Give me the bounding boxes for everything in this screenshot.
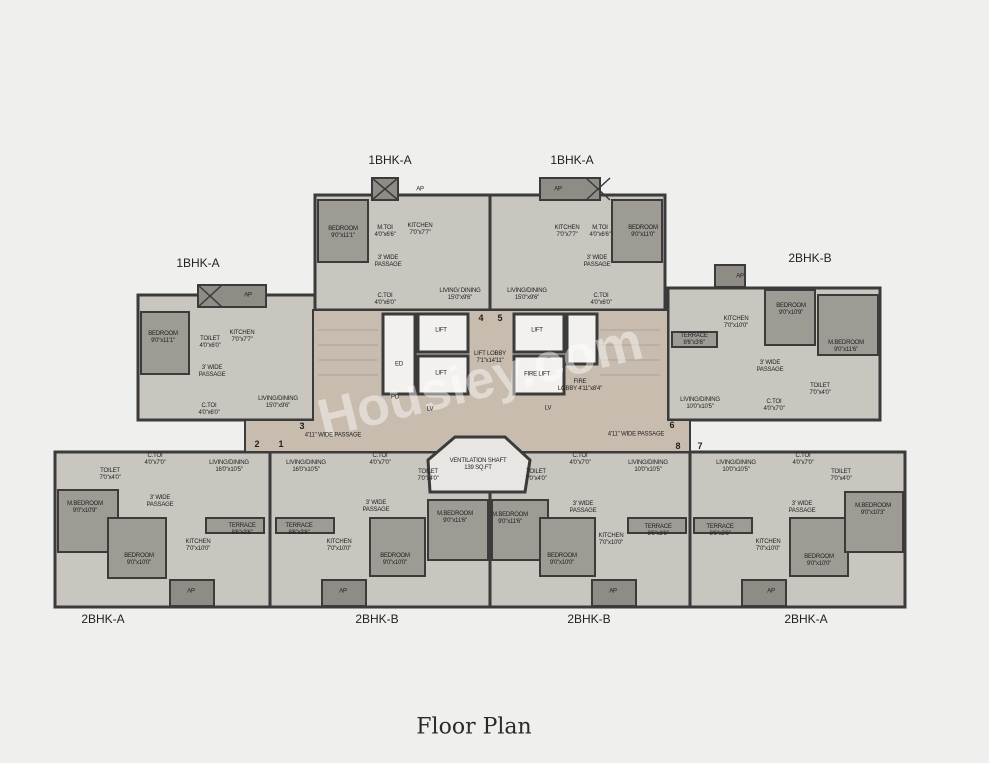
- flat-number: 3: [299, 421, 305, 431]
- flat-number: 6: [669, 420, 675, 430]
- unit-label: 2BHK-B: [355, 612, 399, 626]
- room-label: LV: [544, 405, 552, 412]
- unit-label: 2BHK-A: [784, 612, 828, 626]
- lift: LIFT: [435, 370, 447, 377]
- room-label: AP: [416, 186, 424, 193]
- room-label: AP: [187, 588, 195, 595]
- room-label: AP: [554, 186, 562, 193]
- room-label: PD: [391, 394, 399, 401]
- passage-label: 4'11" WIDE PASSAGE: [607, 431, 665, 438]
- page-title: Floor Plan: [416, 714, 532, 740]
- unit-label: 2BHK-A: [81, 612, 125, 626]
- unit-label: 2BHK-B: [788, 251, 832, 265]
- room-label: ED: [395, 361, 403, 368]
- ventilation-shaft: [426, 435, 532, 494]
- flat-number: 7: [697, 441, 703, 451]
- lift: LIFT: [435, 327, 447, 334]
- flat-number: 4: [478, 313, 484, 323]
- room-label: LV: [426, 406, 434, 413]
- unit-label: 1BHK-A: [368, 153, 412, 167]
- room-label: AP: [767, 588, 775, 595]
- flat-number: 8: [675, 441, 681, 451]
- passage-label: 4'11" WIDE PASSAGE: [304, 432, 362, 439]
- unit-label: 2BHK-B: [567, 612, 611, 626]
- flat-number: 5: [497, 313, 503, 323]
- fire-lift: FIRE LIFT: [524, 371, 550, 378]
- room-label: AP: [244, 292, 252, 299]
- flat-number: 1: [278, 439, 284, 449]
- unit-label: 1BHK-A: [550, 153, 594, 167]
- unit-label: 1BHK-A: [176, 256, 220, 270]
- room-label: AP: [736, 273, 744, 280]
- room-label: AP: [339, 588, 347, 595]
- lift: LIFT: [531, 327, 543, 334]
- room-label: AP: [609, 588, 617, 595]
- flat-number: 2: [254, 439, 260, 449]
